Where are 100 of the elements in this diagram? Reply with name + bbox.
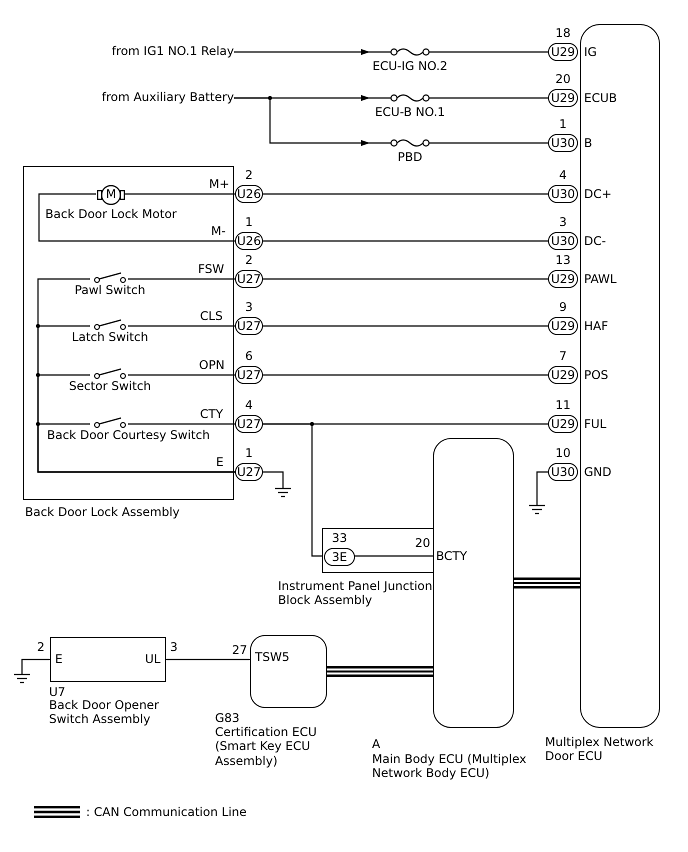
wire	[354, 555, 433, 557]
pin-name: PAWL	[584, 272, 617, 286]
connector-code: U30	[550, 136, 576, 150]
pin-number: 13	[555, 253, 571, 268]
pin-number: 2	[245, 168, 253, 182]
wire	[128, 278, 235, 280]
pin-name: M-	[211, 224, 226, 238]
pin-number: 11	[555, 398, 571, 412]
pin-name: IG	[584, 45, 597, 60]
wire	[234, 97, 370, 146]
connector-code: U30	[550, 234, 576, 248]
pin-number: 20	[415, 536, 430, 550]
wire	[37, 423, 235, 473]
pin-name: POS	[584, 368, 608, 382]
wire	[450, 51, 548, 53]
can-bus-line	[327, 666, 433, 677]
wire	[128, 374, 235, 376]
component-label: Back Door Opener Switch Assembly	[49, 698, 160, 727]
switch-label: Latch Switch	[72, 330, 148, 344]
wire	[21, 658, 50, 674]
component-label: A	[372, 737, 380, 752]
connector-code: U29	[550, 417, 576, 432]
motor-label: Back Door Lock Motor	[45, 207, 177, 222]
connector-code: U29	[550, 91, 576, 106]
pin-number: 27	[232, 643, 248, 658]
can-bus-line	[514, 578, 580, 588]
connector-code: U26	[236, 234, 262, 248]
wire	[263, 325, 548, 327]
pin-number: 3	[170, 640, 178, 654]
wire	[128, 423, 235, 425]
connector-code: U27	[236, 368, 262, 382]
wire	[450, 142, 548, 144]
wire	[263, 193, 548, 195]
legend-label: : CAN Communication Line	[86, 805, 247, 820]
pin-number: 4	[559, 168, 567, 182]
pin-name: CTY	[200, 407, 224, 422]
connector-code: U30	[550, 465, 576, 480]
pin-name: GND	[584, 465, 612, 480]
wire	[263, 374, 548, 376]
wire	[450, 97, 548, 99]
wire	[166, 658, 250, 660]
component-label: U7	[49, 685, 66, 700]
connector-code: U29	[550, 272, 576, 286]
pin-name: DC+	[584, 187, 612, 202]
wire	[263, 240, 548, 242]
pin-number: 9	[559, 300, 567, 314]
pin-number: 33	[332, 531, 348, 546]
switch-label: Sector Switch	[68, 379, 152, 394]
switch-label: Back Door Courtesy Switch	[47, 428, 210, 442]
connector-code: U27	[236, 272, 262, 286]
source-label: from IG1 NO.1 Relay	[112, 44, 234, 58]
connector-code: 3E	[332, 550, 348, 564]
component-label: Multiplex Network Door ECU	[545, 735, 654, 764]
wire	[263, 423, 323, 557]
wire	[128, 325, 235, 327]
pin-number: 7	[559, 349, 567, 364]
pin-number: 4	[245, 398, 253, 412]
connector-code: U30	[550, 187, 576, 202]
wire	[124, 193, 235, 195]
switch-label: Pawl Switch	[74, 283, 146, 298]
wire	[234, 49, 370, 55]
pin-name: M+	[209, 177, 230, 192]
pin-name: B	[584, 136, 592, 150]
pin-number: 2	[37, 640, 45, 654]
motor-letter: M	[106, 187, 116, 202]
wire	[536, 471, 548, 505]
ground-symbol	[275, 488, 291, 498]
pin-name: FUL	[584, 417, 606, 432]
pin-name: FSW	[198, 262, 224, 276]
component-label: Main Body ECU (Multiplex Network Body ECU)	[372, 752, 528, 781]
wire	[38, 193, 235, 242]
pin-name: E	[55, 652, 63, 666]
wire	[263, 278, 548, 280]
ground-symbol	[14, 674, 30, 684]
connector-code: U27	[236, 417, 262, 432]
source-label: from Auxiliary Battery	[102, 90, 234, 104]
pin-number: 6	[245, 349, 253, 364]
connector-code: U26	[236, 187, 262, 202]
ground-symbol	[529, 505, 545, 515]
pin-number: 3	[245, 300, 253, 314]
fuse-label: ECU-IG NO.2	[372, 59, 448, 74]
component-label: Certification ECU (Smart Key ECU Assembly)	[215, 725, 318, 768]
component-label: Instrument Panel Junction Block Assembly	[278, 579, 434, 608]
pin-name: UL	[145, 652, 160, 666]
connector-code: U29	[550, 45, 576, 60]
component-label: G83	[215, 711, 240, 726]
fuse-label: PBD	[398, 150, 422, 164]
pin-name: E	[216, 455, 224, 470]
pin-name: ECUB	[584, 91, 617, 106]
pin-number: 2	[245, 253, 253, 268]
pin-number: 1	[245, 446, 253, 460]
pin-number: 18	[555, 26, 571, 40]
connector-code: U27	[236, 465, 262, 480]
wire	[263, 471, 284, 488]
pin-name: HAF	[584, 319, 608, 334]
connector-code: U27	[236, 319, 262, 334]
pin-number: 20	[555, 72, 571, 86]
pin-number: 1	[559, 117, 567, 132]
pin-number: 10	[555, 446, 571, 460]
connector-code: U29	[550, 368, 576, 382]
